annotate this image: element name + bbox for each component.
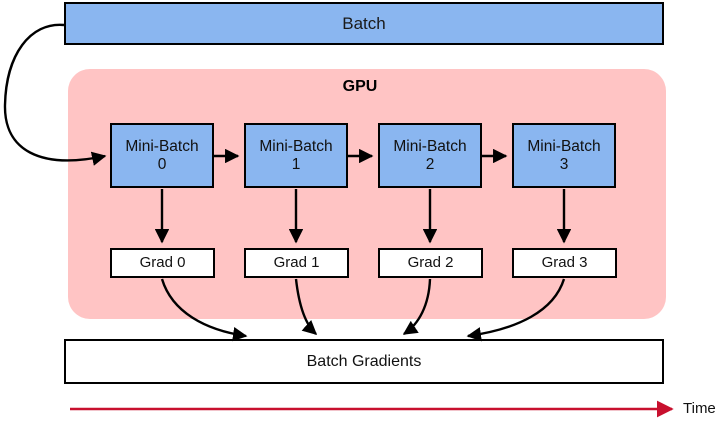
grad-box-0: Grad 0 xyxy=(110,248,215,278)
gpu-container xyxy=(68,69,666,319)
grad-label-2: Grad 2 xyxy=(407,253,454,271)
grad-box-2: Grad 2 xyxy=(378,248,483,278)
time-axis-label: Time xyxy=(683,400,716,417)
grad-label-1: Grad 1 xyxy=(273,253,320,271)
gpu-label: GPU xyxy=(342,78,378,95)
batch-box-label: Batch xyxy=(342,13,386,33)
grad-box-1: Grad 1 xyxy=(244,248,349,278)
batch-box: Batch xyxy=(64,2,664,45)
batch-gradients-label: Batch Gradients xyxy=(306,352,422,370)
batch-gradients-box: Batch Gradients xyxy=(64,339,664,384)
grad-label-3: Grad 3 xyxy=(541,253,588,271)
grad-label-0: Grad 0 xyxy=(139,253,186,271)
grad-box-3: Grad 3 xyxy=(512,248,617,278)
